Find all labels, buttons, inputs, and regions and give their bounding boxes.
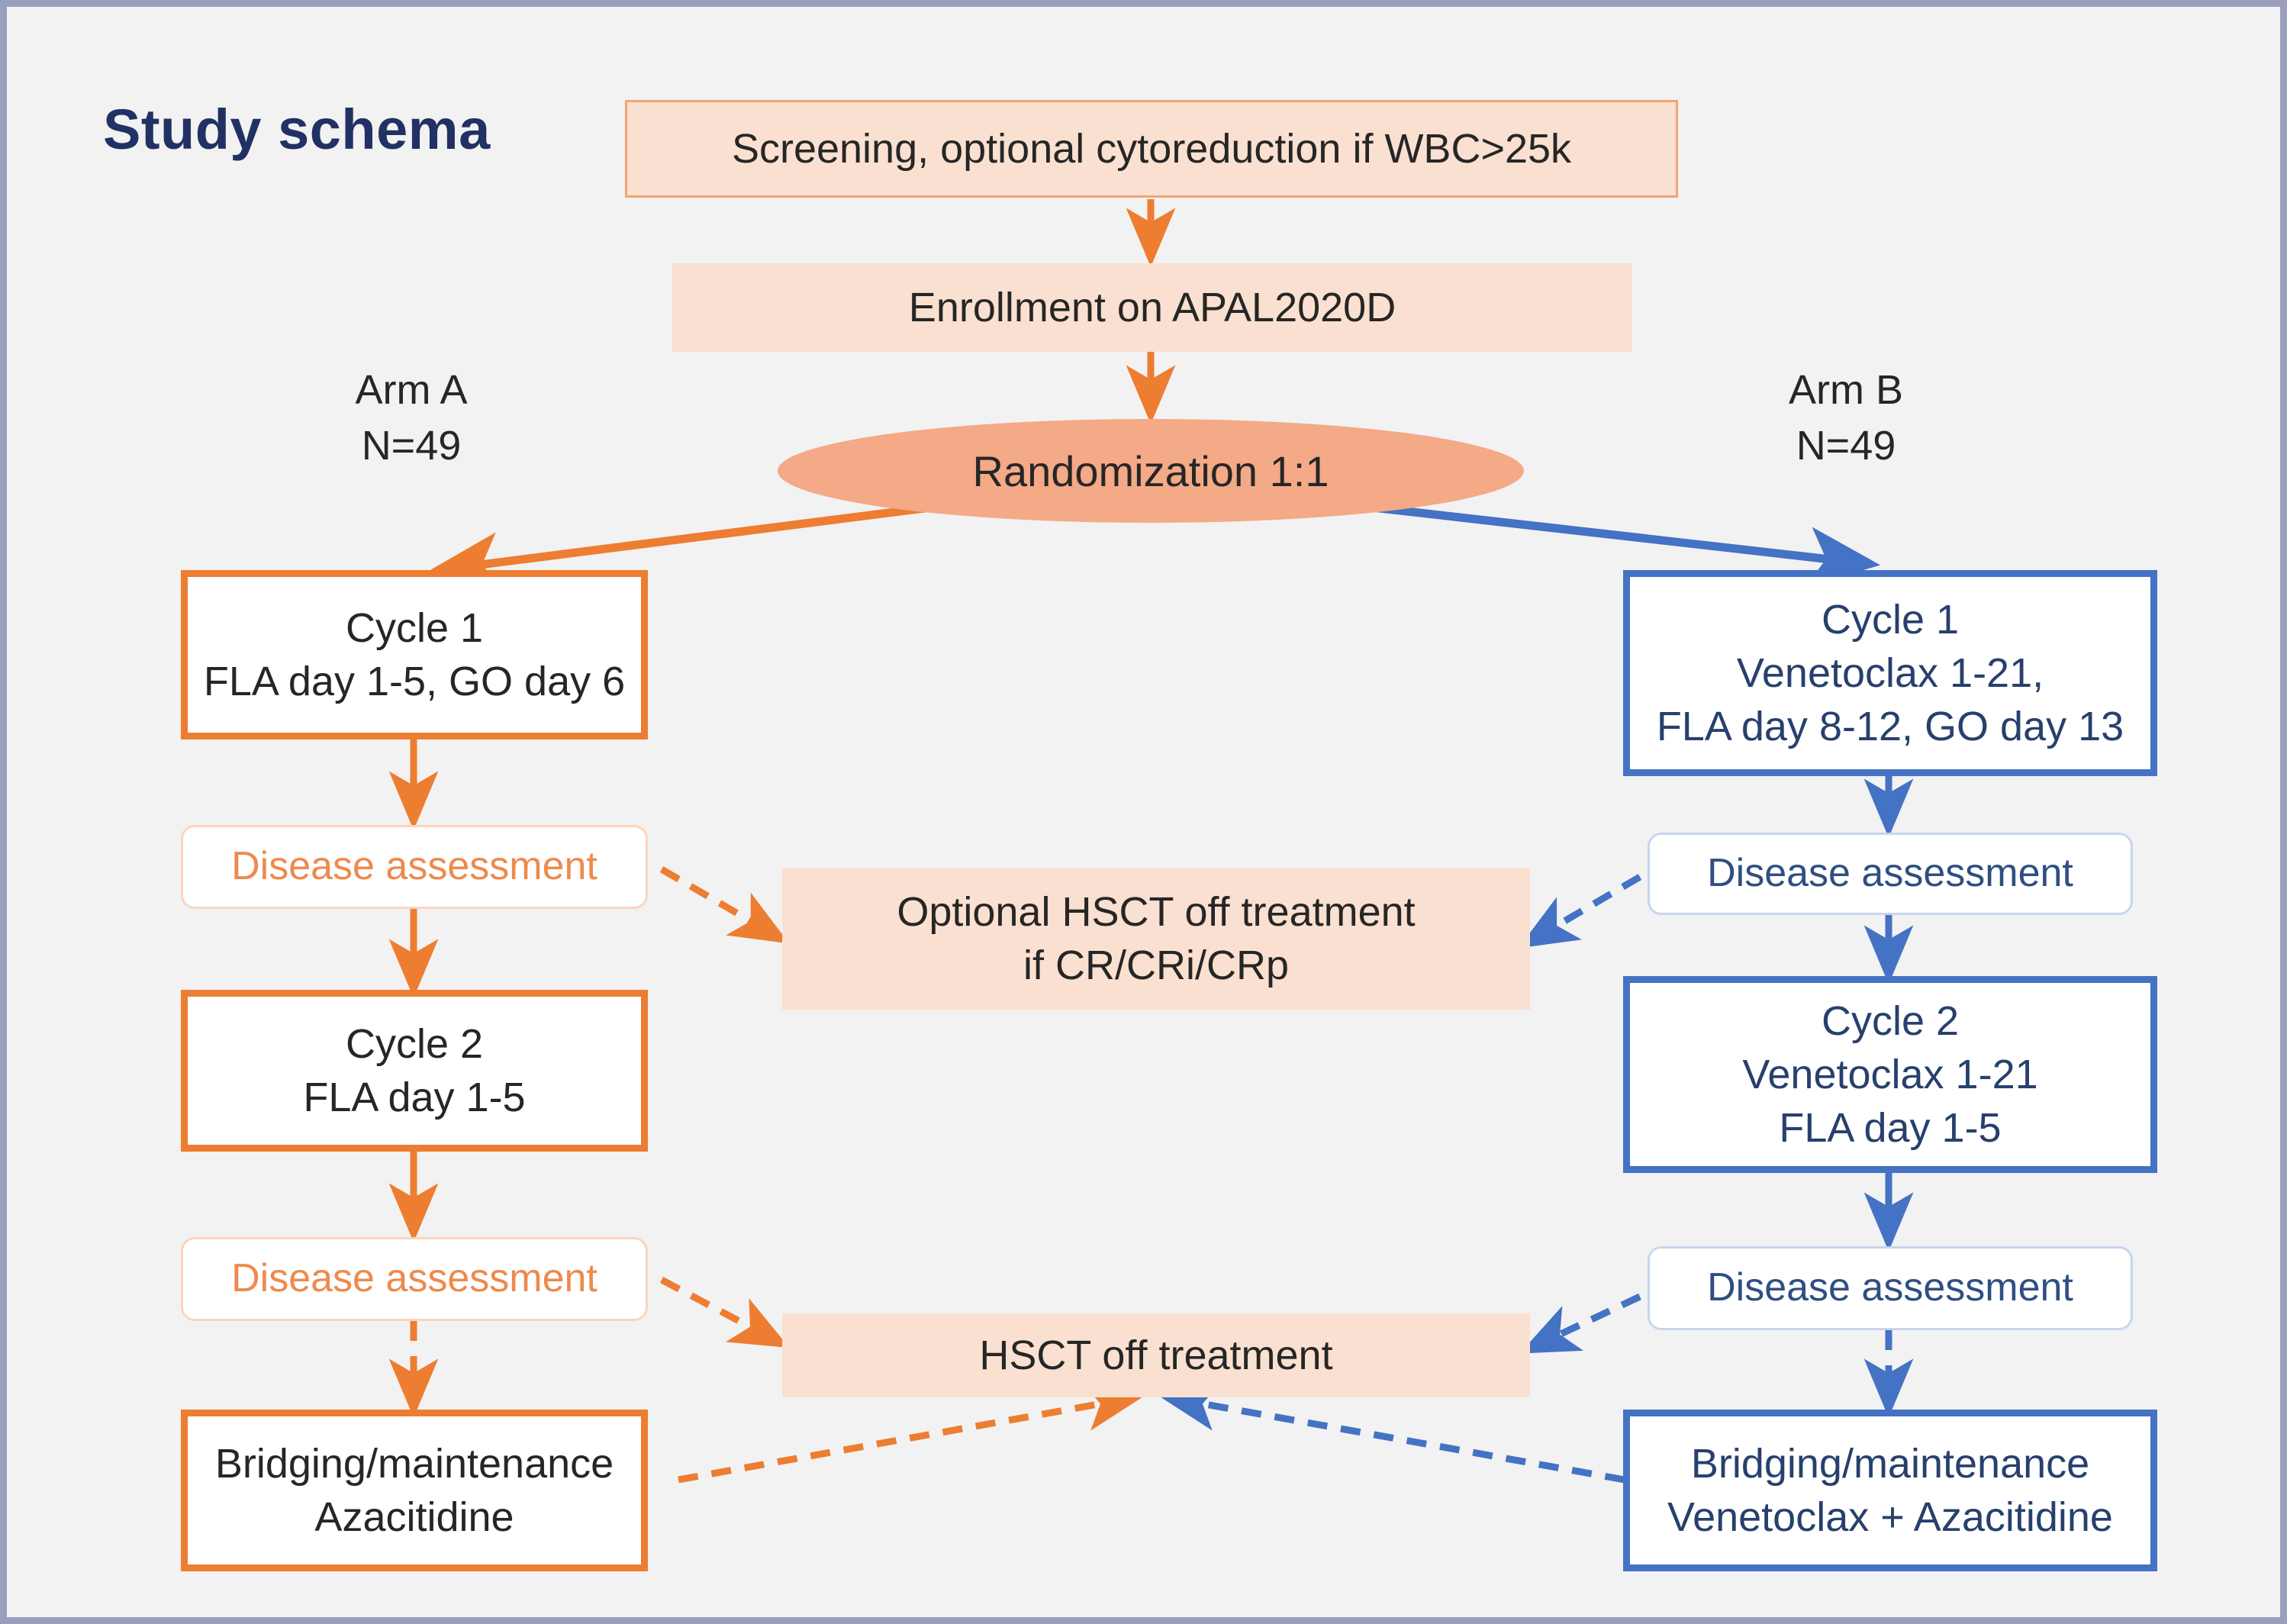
- arm-b-label: Arm B N=49: [1693, 362, 1999, 474]
- arm-a-n: N=49: [361, 422, 462, 469]
- node-arm-a-assessment-2-line1: Disease assessment: [231, 1256, 598, 1301]
- edge-b-assess2-to-hsct: [1519, 1293, 1641, 1354]
- node-arm-b-cycle1[interactable]: Cycle 1 Venetoclax 1-21, FLA day 8-12, G…: [1623, 570, 2157, 776]
- node-arm-b-assessment-2[interactable]: Disease assessment: [1648, 1246, 2133, 1330]
- node-arm-b-cycle1-line2: Venetoclax 1-21,: [1736, 649, 2044, 696]
- arm-a-label: Arm A N=49: [259, 362, 564, 474]
- node-arm-a-assessment-2[interactable]: Disease assessment: [181, 1237, 648, 1321]
- node-arm-a-bridging-line1: Bridging/maintenance: [214, 1440, 614, 1487]
- node-randomization[interactable]: Randomization 1:1: [778, 419, 1524, 523]
- edge-a-bridging-to-hsct: [678, 1381, 1145, 1484]
- edge-randomization-to-arm-a: [427, 503, 931, 593]
- arm-a-name: Arm A: [355, 367, 468, 413]
- node-arm-b-assessment-2-line1: Disease assessment: [1707, 1265, 2073, 1310]
- edge-b-bridging-to-hsct: [1158, 1381, 1625, 1484]
- node-arm-a-cycle2-line1: Cycle 2: [345, 1020, 484, 1067]
- arm-b-n: N=49: [1796, 422, 1896, 469]
- node-arm-b-cycle1-line1: Cycle 1: [1821, 596, 1960, 643]
- node-arm-a-bridging[interactable]: Bridging/maintenance Azacitidine: [181, 1410, 648, 1571]
- node-arm-b-cycle2-line3: FLA day 1-5: [1779, 1105, 2002, 1152]
- node-arm-a-cycle1[interactable]: Cycle 1 FLA day 1-5, GO day 6: [181, 570, 648, 740]
- node-optional-hsct-line2: if CR/CRi/CRp: [1023, 942, 1290, 988]
- arm-b-name: Arm B: [1788, 367, 1903, 413]
- node-arm-b-bridging-line1: Bridging/maintenance: [1690, 1440, 2090, 1487]
- node-screening[interactable]: Screening, optional cytoreduction if WBC…: [625, 100, 1678, 198]
- node-arm-b-cycle2-line1: Cycle 2: [1821, 997, 1960, 1044]
- edge-a-assess2-to-hsct: [659, 1277, 790, 1348]
- node-arm-b-assessment-1[interactable]: Disease assessment: [1648, 833, 2133, 915]
- node-optional-hsct[interactable]: Optional HSCT off treatment if CR/CRi/CR…: [782, 868, 1530, 1010]
- node-arm-a-cycle1-line1: Cycle 1: [345, 604, 484, 651]
- node-randomization-line1: Randomization 1:1: [972, 446, 1329, 495]
- node-hsct-off-treatment-line1: HSCT off treatment: [979, 1332, 1333, 1378]
- node-hsct-off-treatment[interactable]: HSCT off treatment: [782, 1313, 1530, 1397]
- node-arm-a-assessment-1[interactable]: Disease assessment: [181, 825, 648, 909]
- node-arm-a-cycle2-line2: FLA day 1-5: [303, 1075, 526, 1120]
- node-arm-b-cycle2[interactable]: Cycle 2 Venetoclax 1-21 FLA day 1-5: [1623, 976, 2157, 1173]
- node-optional-hsct-line1: Optional HSCT off treatment: [897, 888, 1416, 935]
- node-arm-b-assessment-1-line1: Disease assessment: [1707, 851, 2073, 896]
- node-arm-a-assessment-1-line1: Disease assessment: [231, 844, 598, 889]
- edge-b-assess1-to-optional-hsct: [1518, 874, 1642, 949]
- node-arm-a-cycle2[interactable]: Cycle 2 FLA day 1-5: [181, 990, 648, 1152]
- edge-randomization-to-arm-b: [1372, 503, 1881, 588]
- page-title: Study schema: [103, 98, 491, 161]
- node-arm-b-cycle2-line2: Venetoclax 1-21: [1742, 1051, 2038, 1097]
- node-screening-line1: Screening, optional cytoreduction if WBC…: [731, 125, 1572, 172]
- node-arm-a-bridging-line2: Azacitidine: [314, 1494, 514, 1540]
- node-enrollment[interactable]: Enrollment on APAL2020D: [672, 263, 1632, 352]
- node-enrollment-line1: Enrollment on APAL2020D: [908, 284, 1396, 330]
- node-arm-b-bridging[interactable]: Bridging/maintenance Venetoclax + Azacit…: [1623, 1410, 2157, 1571]
- node-arm-b-bridging-line2: Venetoclax + Azacitidine: [1667, 1494, 2113, 1540]
- node-arm-b-cycle1-line3: FLA day 8-12, GO day 13: [1656, 704, 2124, 750]
- node-arm-a-cycle1-line2: FLA day 1-5, GO day 6: [203, 659, 626, 704]
- edge-a-assess1-to-optional-hsct: [659, 866, 790, 944]
